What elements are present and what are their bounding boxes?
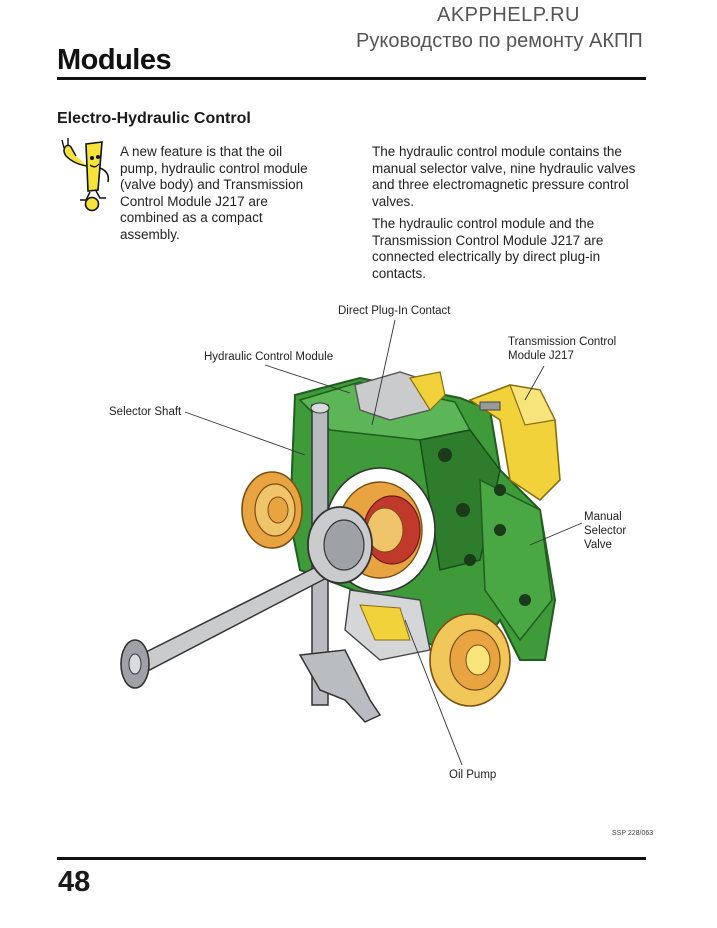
page-number: 48: [58, 866, 91, 898]
left-disk: [241, 471, 303, 549]
label-hydraulic-module: Hydraulic Control Module: [204, 351, 334, 363]
right-disk: [429, 613, 511, 707]
watermark-subtitle: Руководство по ремонту АКПП: [356, 30, 643, 52]
section-heading: Electro-Hydraulic Control: [57, 110, 251, 127]
label-manual-line3: Valve: [584, 539, 612, 551]
intro-text: A new feature is that the oil pump, hydr…: [120, 144, 308, 242]
pump-housing: [344, 589, 431, 661]
page-title: Modules: [57, 44, 172, 76]
watermark-site: AKPPHELP.RU: [437, 4, 580, 26]
label-manual-line2: Selector: [584, 525, 627, 537]
header-rule: [57, 77, 646, 80]
label-direct-plug-in: Direct Plug-In Contact: [338, 305, 451, 317]
footer-rule: [57, 857, 646, 860]
input-shaft: [120, 506, 373, 689]
leader-lines: [184, 319, 583, 766]
label-tcm-line2: Module J217: [508, 350, 574, 362]
label-selector-shaft: Selector Shaft: [109, 406, 182, 418]
figure-reference: SSP 228/063: [612, 830, 654, 837]
tcm-module: [468, 384, 561, 502]
paragraph-connection: The hydraulic control module and the Tra…: [372, 216, 604, 281]
label-manual-line1: Manual: [584, 511, 622, 523]
label-tcm-line1: Transmission Control: [508, 336, 617, 348]
paragraph-contents: The hydraulic control module contains th…: [372, 144, 636, 209]
label-oil-pump: Oil Pump: [449, 769, 497, 781]
